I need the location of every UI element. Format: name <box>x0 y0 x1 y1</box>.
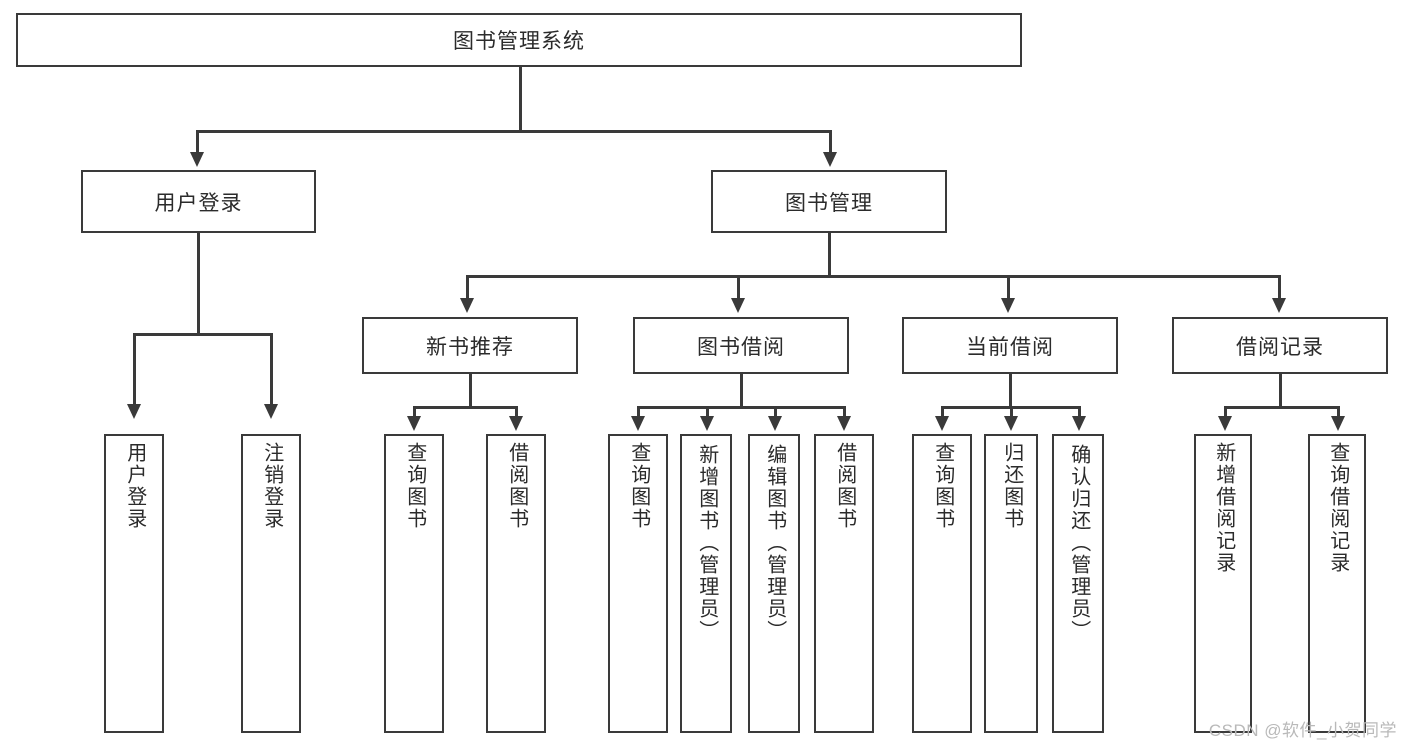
connector-new-book-recommend-stem <box>469 374 472 408</box>
connector-book-borrow-bar <box>637 406 845 409</box>
node-label: 图书管理 <box>785 191 873 215</box>
arrow-to-new-book-recommend <box>460 298 474 313</box>
arrow-to-book-borrow <box>731 298 745 313</box>
leaf-cb-return-book[interactable]: 归还图书 <box>984 434 1038 733</box>
connector-nbr-leaf-2 <box>515 406 518 419</box>
connector-nbr-leaf-1 <box>413 406 416 419</box>
arrow-to-borrow-record <box>1272 298 1286 313</box>
arrow-br-leaf-2 <box>1331 416 1345 431</box>
connector-borrow-record-stem <box>1279 374 1282 408</box>
leaf-cb-confirm-return-admin[interactable]: 确认归还（管理员） <box>1052 434 1104 733</box>
arrow-cb-leaf-2 <box>1004 416 1018 431</box>
node-current-borrow[interactable]: 当前借阅 <box>902 317 1118 374</box>
leaf-bb-borrow-book[interactable]: 借阅图书 <box>814 434 874 733</box>
node-label: 借阅记录 <box>1236 335 1324 359</box>
arrow-bb-leaf-1 <box>631 416 645 431</box>
leaf-nbr-query-book[interactable]: 查询图书 <box>384 434 444 733</box>
connector-user-login-leaf-2 <box>270 333 273 407</box>
connector-borrow-record-bar <box>1224 406 1339 409</box>
leaf-label: 编辑图书（管理员） <box>763 444 786 642</box>
connector-bb-leaf-4 <box>843 406 846 419</box>
leaf-label: 借阅图书 <box>505 442 528 530</box>
node-label: 用户登录 <box>154 191 243 215</box>
node-user-login[interactable]: 用户登录 <box>81 170 316 233</box>
leaf-bb-add-book-admin[interactable]: 新增图书（管理员） <box>680 434 732 733</box>
node-borrow-record[interactable]: 借阅记录 <box>1172 317 1388 374</box>
node-label: 图书管理系统 <box>453 30 585 53</box>
leaf-nbr-borrow-book[interactable]: 借阅图书 <box>486 434 546 733</box>
leaf-br-query-record[interactable]: 查询借阅记录 <box>1308 434 1366 733</box>
leaf-label: 确认归还（管理员） <box>1067 444 1090 642</box>
node-root-book-management-system[interactable]: 图书管理系统 <box>16 13 1022 67</box>
connector-bb-leaf-2 <box>706 406 709 419</box>
arrow-to-current-borrow <box>1001 298 1015 313</box>
node-label: 当前借阅 <box>966 335 1054 359</box>
leaf-label: 新增图书（管理员） <box>695 444 718 642</box>
connector-to-user-login <box>196 130 199 155</box>
leaf-label: 借阅图书 <box>833 442 856 530</box>
csdn-watermark: CSDN @软件_小贺同学 <box>1208 721 1397 740</box>
leaf-label: 新增借阅记录 <box>1212 442 1235 574</box>
arrow-to-book-management <box>823 152 837 167</box>
connector-bb-leaf-1 <box>637 406 640 419</box>
connector-root-stem <box>519 67 522 132</box>
arrow-user-login-leaf-2 <box>264 404 278 419</box>
connector-root-bar <box>196 130 832 133</box>
connector-book-borrow-stem <box>740 374 743 408</box>
connector-bb-leaf-3 <box>774 406 777 419</box>
leaf-label: 归还图书 <box>1000 442 1023 530</box>
leaf-user-login-logout[interactable]: 注销登录 <box>241 434 301 733</box>
connector-current-borrow-stem <box>1009 374 1012 408</box>
arrow-bb-leaf-2 <box>700 416 714 431</box>
connector-to-borrow-record <box>1278 275 1281 301</box>
leaf-label: 查询图书 <box>931 442 954 530</box>
connector-br-leaf-1 <box>1224 406 1227 419</box>
arrow-br-leaf-1 <box>1218 416 1232 431</box>
leaf-bb-query-book[interactable]: 查询图书 <box>608 434 668 733</box>
node-book-management[interactable]: 图书管理 <box>711 170 947 233</box>
connector-user-login-bar <box>133 333 272 336</box>
arrow-cb-leaf-1 <box>935 416 949 431</box>
connector-user-login-leaf-1 <box>133 333 136 407</box>
leaf-label: 查询借阅记录 <box>1326 442 1349 574</box>
arrow-bb-leaf-3 <box>768 416 782 431</box>
node-label: 图书借阅 <box>697 335 785 359</box>
leaf-br-add-record[interactable]: 新增借阅记录 <box>1194 434 1252 733</box>
connector-new-book-recommend-bar <box>413 406 517 409</box>
leaf-bb-edit-book-admin[interactable]: 编辑图书（管理员） <box>748 434 800 733</box>
connector-to-book-borrow <box>737 275 740 301</box>
connector-to-current-borrow <box>1007 275 1010 301</box>
leaf-label: 注销登录 <box>260 442 283 530</box>
leaf-label: 查询图书 <box>627 442 650 530</box>
arrow-cb-leaf-3 <box>1072 416 1086 431</box>
arrow-bb-leaf-4 <box>837 416 851 431</box>
arrow-to-user-login <box>190 152 204 167</box>
leaf-cb-query-book[interactable]: 查询图书 <box>912 434 972 733</box>
leaf-label: 查询图书 <box>403 442 426 530</box>
leaf-user-login-login[interactable]: 用户登录 <box>104 434 164 733</box>
connector-to-new-book-recommend <box>466 275 469 301</box>
node-new-book-recommend[interactable]: 新书推荐 <box>362 317 578 374</box>
connector-to-book-management <box>829 130 832 155</box>
connector-user-login-stem <box>197 233 200 335</box>
arrow-nbr-leaf-2 <box>509 416 523 431</box>
node-book-borrow[interactable]: 图书借阅 <box>633 317 849 374</box>
arrow-nbr-leaf-1 <box>407 416 421 431</box>
connector-book-management-stem <box>828 233 831 277</box>
connector-cb-leaf-3 <box>1078 406 1081 419</box>
connector-book-management-bar <box>466 275 1280 278</box>
connector-br-leaf-2 <box>1337 406 1340 419</box>
arrow-user-login-leaf-1 <box>127 404 141 419</box>
connector-cb-leaf-2 <box>1010 406 1013 419</box>
leaf-label: 用户登录 <box>123 442 146 530</box>
connector-cb-leaf-1 <box>941 406 944 419</box>
node-label: 新书推荐 <box>426 335 514 359</box>
